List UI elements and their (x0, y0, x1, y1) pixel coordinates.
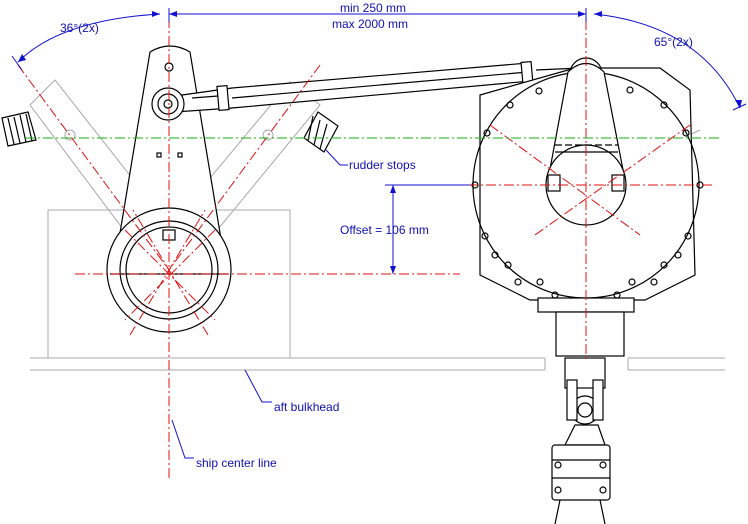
offset-label: Offset = 106 mm (340, 223, 429, 237)
ghost-pin-left (64, 129, 76, 141)
dim-max-label: max 2000 mm (332, 17, 408, 31)
center-line-leader (171, 419, 194, 459)
ghost-pin-right (262, 129, 274, 141)
aft-bulkhead-label: aft bulkhead (274, 400, 339, 414)
dimension-annotations (11, 8, 747, 459)
center-lines (17, 18, 712, 480)
ship-center-line-label: ship center line (196, 456, 277, 470)
aft-bulkhead-leader (244, 369, 272, 403)
drive-shaft (551, 357, 611, 524)
gear-column (555, 311, 625, 357)
rudder-stops-label: rudder stops (349, 158, 416, 172)
angle-right-label: 65°(2x) (654, 35, 693, 49)
left-rod-end (151, 87, 185, 121)
dim-min-label: min 250 mm (340, 1, 406, 15)
aft-bulkhead (30, 357, 725, 371)
rudder-stops-leader (325, 149, 348, 166)
steering-gear-housing (471, 62, 704, 357)
rudder-stop-left (1, 111, 37, 147)
rudder-stop-right (303, 111, 339, 153)
angle-left-label: 36°(2x) (60, 21, 99, 35)
